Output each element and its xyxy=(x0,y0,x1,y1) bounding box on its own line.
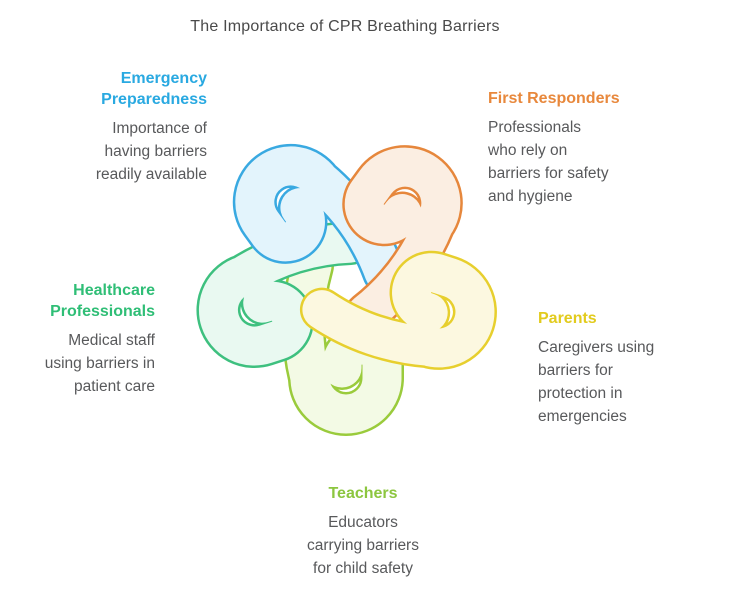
section-healthcare-professionals-label: Healthcare Professionals xyxy=(50,282,155,320)
section-teachers-description: Educators carrying barriers for child sa… xyxy=(307,514,419,577)
section-parents-label: Parents xyxy=(538,310,597,327)
section-emergency-preparedness: Emergency Preparedness Importance of hav… xyxy=(17,68,207,186)
section-first-responders-label: First Responders xyxy=(488,90,620,107)
section-healthcare-professionals: Healthcare Professionals Medical staff u… xyxy=(15,280,155,398)
section-healthcare-professionals-description: Medical staff using barriers in patient … xyxy=(44,332,155,395)
section-teachers-label: Teachers xyxy=(328,485,398,502)
section-emergency-preparedness-description: Importance of having barriers readily av… xyxy=(95,120,207,183)
section-first-responders: First Responders Professionals who rely … xyxy=(488,88,688,208)
section-parents: Parents Caregivers using barriers for pr… xyxy=(538,308,708,428)
section-teachers: Teachers Educators carrying barriers for… xyxy=(268,483,458,580)
section-emergency-preparedness-label: Emergency Preparedness xyxy=(101,70,207,108)
page-title: The Importance of CPR Breathing Barriers xyxy=(190,18,500,35)
section-parents-description: Caregivers using barriers for protection… xyxy=(538,339,655,425)
section-first-responders-description: Professionals who rely on barriers for s… xyxy=(488,119,609,205)
